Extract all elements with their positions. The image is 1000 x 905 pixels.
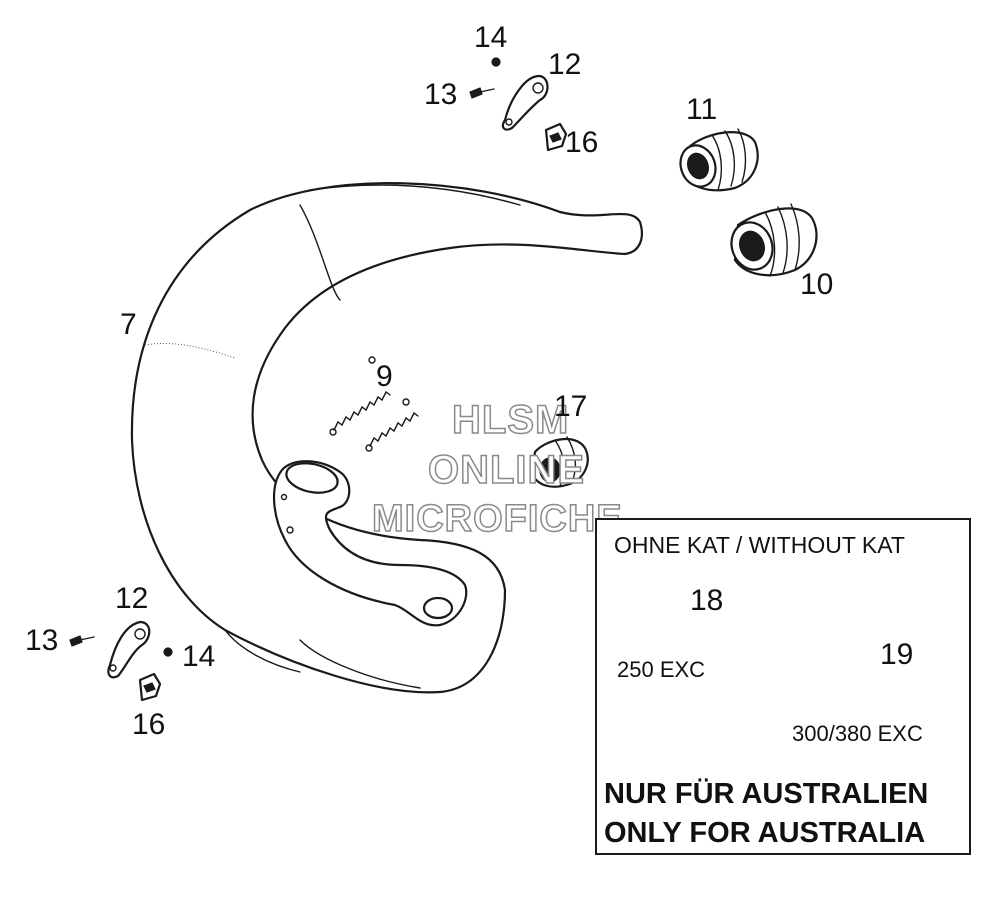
sleeve-part-17 (530, 436, 589, 488)
rubber-sleeve-part-10 (730, 203, 818, 277)
callout-12-top: 12 (548, 48, 582, 81)
callout-19: 19 (880, 638, 914, 671)
callout-16-bottom: 16 (132, 708, 166, 741)
callout-13-bottom: 13 (25, 624, 59, 657)
notice-german: NUR FÜR AUSTRALIEN (604, 778, 929, 810)
callout-7: 7 (120, 308, 137, 341)
callout-13-top: 13 (424, 78, 458, 111)
callout-12-bottom: 12 (115, 582, 149, 615)
callout-10: 10 (800, 268, 834, 301)
inset-heading: OHNE KAT / WITHOUT KAT (614, 532, 905, 558)
exhaust-pipe-part-7 (130, 182, 643, 694)
rubber-sleeve-part-11 (679, 128, 759, 192)
bottom-bracket-assembly (69, 620, 173, 702)
callout-18: 18 (690, 584, 724, 617)
callout-17: 17 (554, 390, 588, 423)
callout-14-top: 14 (474, 21, 508, 54)
callout-9: 9 (376, 360, 393, 393)
callout-16-top: 16 (565, 126, 599, 159)
watermark-line-1: HLSM (451, 397, 570, 443)
callout-14-bottom: 14 (182, 640, 216, 673)
label-300-380-exc: 300/380 EXC (792, 721, 923, 746)
callout-11: 11 (686, 93, 718, 126)
notice-english: ONLY FOR AUSTRALIA (604, 817, 926, 849)
label-250-exc: 250 EXC (617, 657, 706, 682)
top-bracket-assembly (469, 57, 568, 152)
inset-box-without-kat (595, 518, 971, 855)
watermark-line-3: MICROFICHE (371, 497, 623, 541)
springs-part-9 (329, 356, 419, 452)
watermark-line-2: ONLINE (427, 447, 586, 493)
